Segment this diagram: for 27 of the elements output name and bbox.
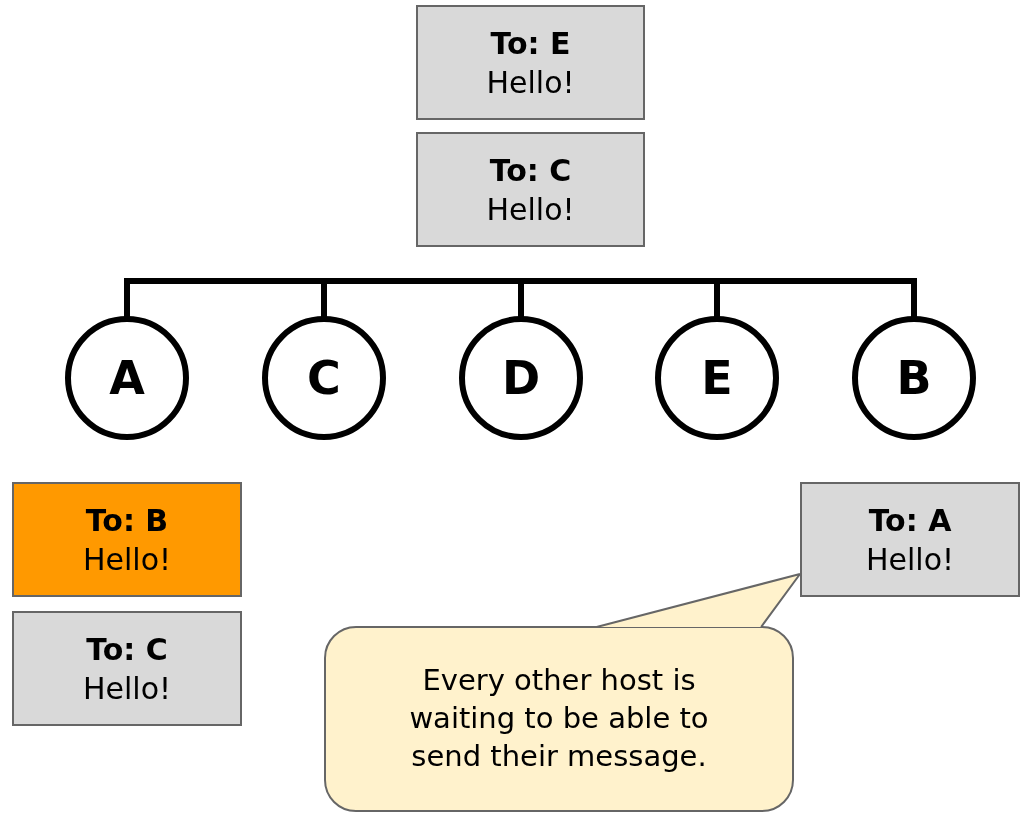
message-text: Hello! <box>82 540 172 579</box>
bus-drop-line <box>321 281 327 317</box>
message-box <box>12 611 242 726</box>
recipient-label: To: A <box>868 501 952 540</box>
message-box <box>416 5 645 120</box>
bus-drop-line <box>518 281 524 317</box>
message-text: Hello! <box>82 669 172 708</box>
recipient-label: To: E <box>490 24 571 63</box>
bus-drop-line <box>714 281 720 317</box>
host-letter: D <box>501 351 541 405</box>
host-letter: B <box>896 351 932 405</box>
message-text: Hello! <box>486 63 575 102</box>
host-letter: E <box>701 351 733 405</box>
message-text: Hello! <box>865 540 955 579</box>
message-box <box>12 482 242 597</box>
recipient-label: To: C <box>489 151 572 190</box>
recipient-label: To: B <box>85 501 169 540</box>
message-box <box>800 482 1020 597</box>
host-letter: C <box>307 351 341 405</box>
bus-drop-line <box>911 281 917 317</box>
message-text: Hello! <box>486 190 575 229</box>
recipient-label: To: C <box>86 630 168 669</box>
host-letter: A <box>109 351 145 405</box>
network-bus <box>124 278 917 284</box>
bus-drop-line <box>124 281 130 317</box>
message-box <box>416 132 645 247</box>
bubble-text: Every other host is waiting to be able to send their message. <box>408 662 710 775</box>
